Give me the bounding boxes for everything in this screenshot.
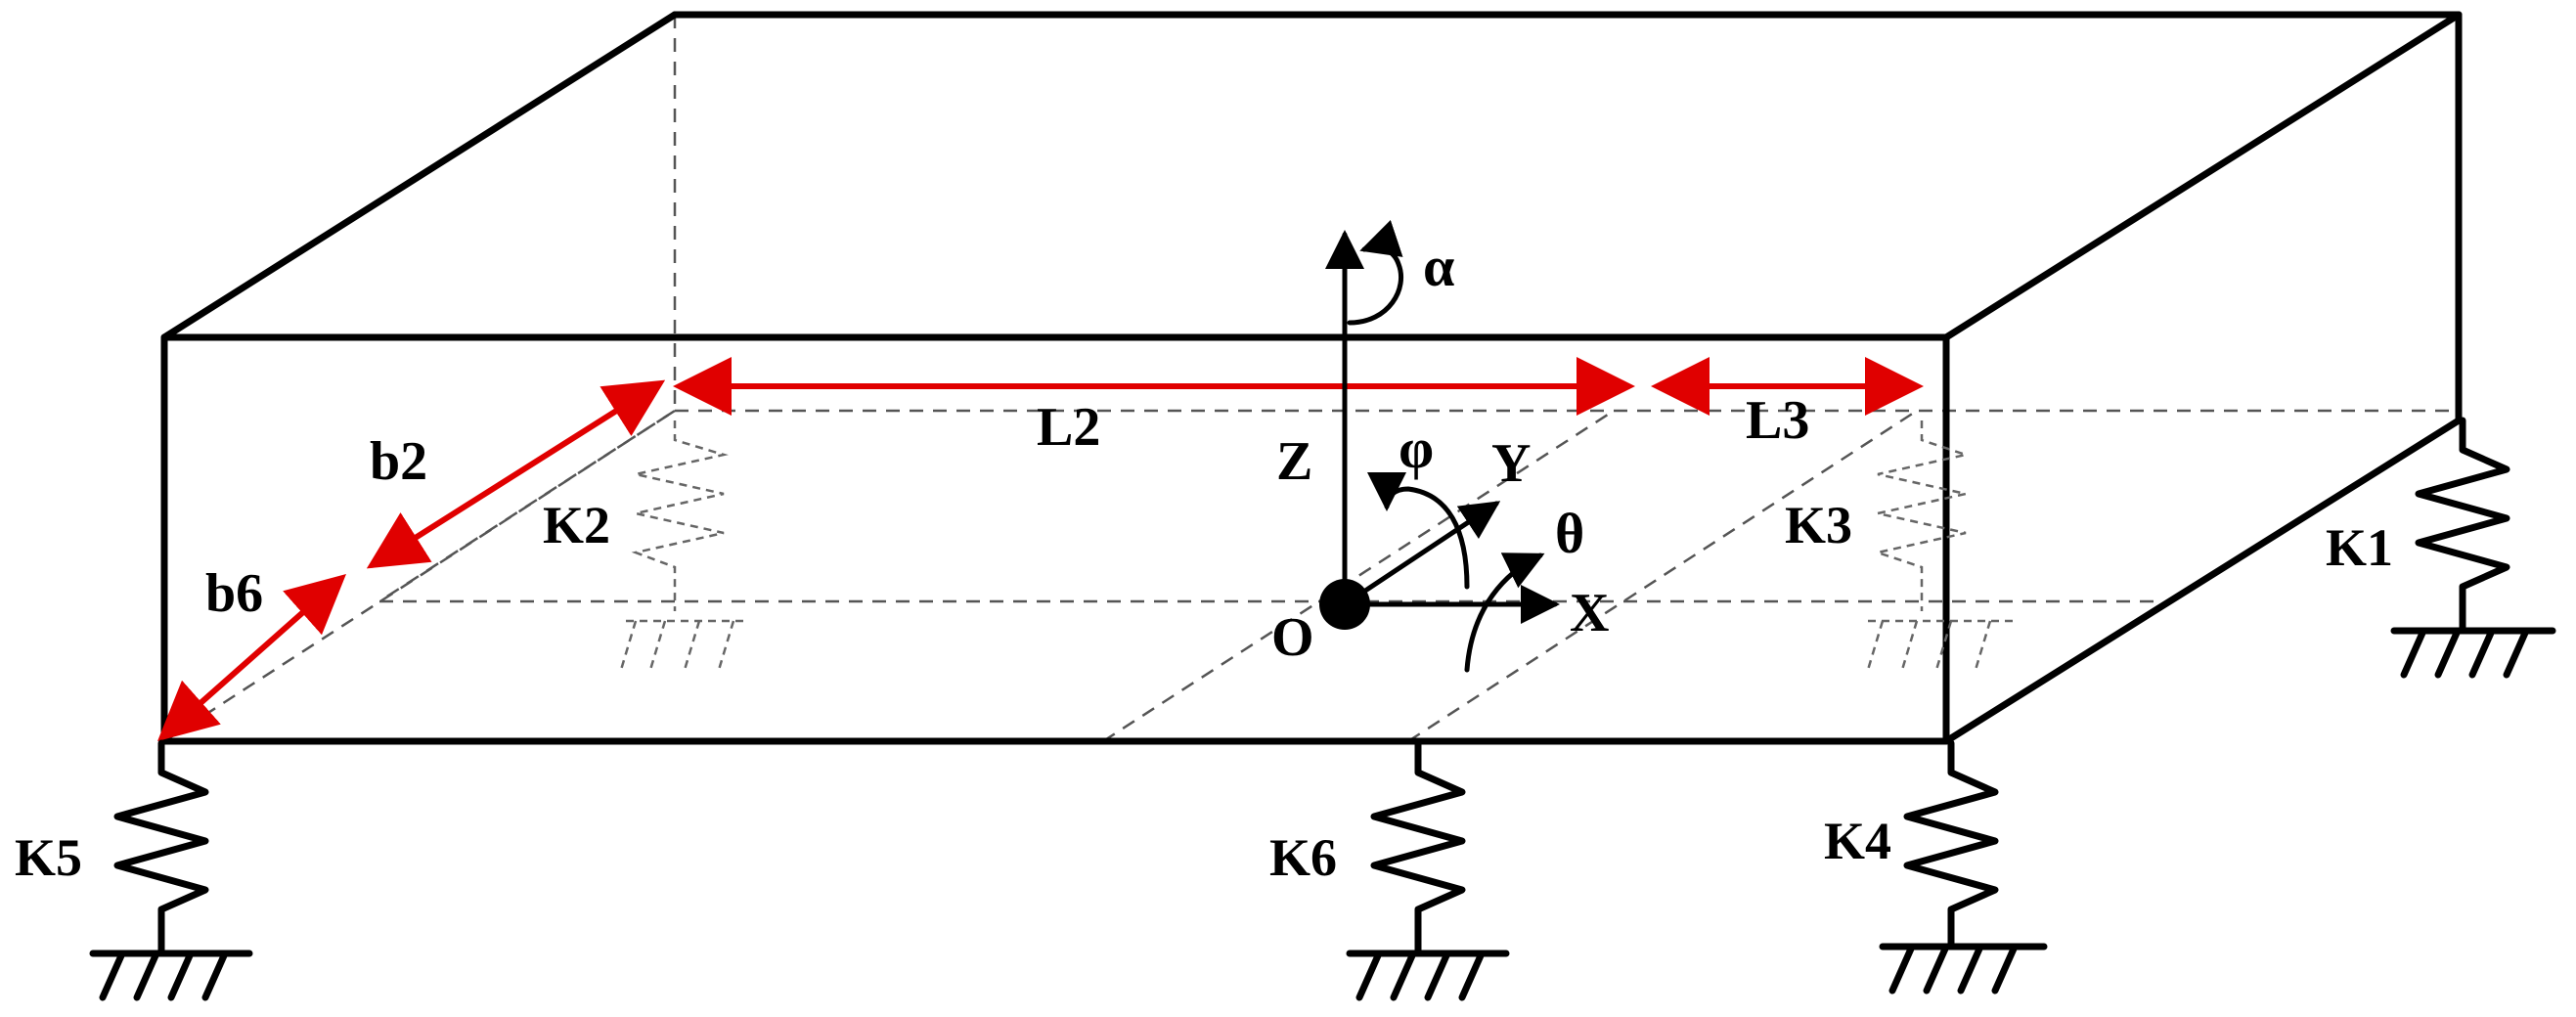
origin-dot <box>1319 579 1370 630</box>
dim-b6-arrow <box>157 574 346 741</box>
spring-k5 <box>89 739 253 1001</box>
hidden-spring-k2 <box>619 420 743 671</box>
label-K3: K3 <box>1785 496 1852 554</box>
label-K6: K6 <box>1269 828 1337 887</box>
label-z-axis: Z <box>1276 431 1312 492</box>
label-K1: K1 <box>2326 518 2393 577</box>
dim-b2-arrow <box>366 379 666 569</box>
box-outline <box>160 11 2463 745</box>
spring-k4 <box>1879 739 2048 995</box>
label-K2: K2 <box>543 496 610 554</box>
label-K4: K4 <box>1824 812 1891 870</box>
label-alpha: α <box>1423 235 1454 298</box>
label-b6: b6 <box>205 563 263 624</box>
label-phi: φ <box>1399 417 1434 480</box>
dimension-arrows <box>157 357 1924 741</box>
label-b2: b2 <box>370 431 427 492</box>
spring-k1 <box>2390 417 2556 679</box>
spring-k6 <box>1346 739 1510 1001</box>
label-L3: L3 <box>1746 390 1809 451</box>
hidden-spring-k3 <box>1866 420 2015 671</box>
coordinate-system <box>1319 219 1560 673</box>
label-theta: θ <box>1555 502 1584 565</box>
label-y-axis: Y <box>1491 433 1531 494</box>
label-K5: K5 <box>15 828 82 887</box>
label-origin: O <box>1271 607 1314 668</box>
label-L2: L2 <box>1037 397 1100 458</box>
label-x-axis: X <box>1570 583 1609 643</box>
